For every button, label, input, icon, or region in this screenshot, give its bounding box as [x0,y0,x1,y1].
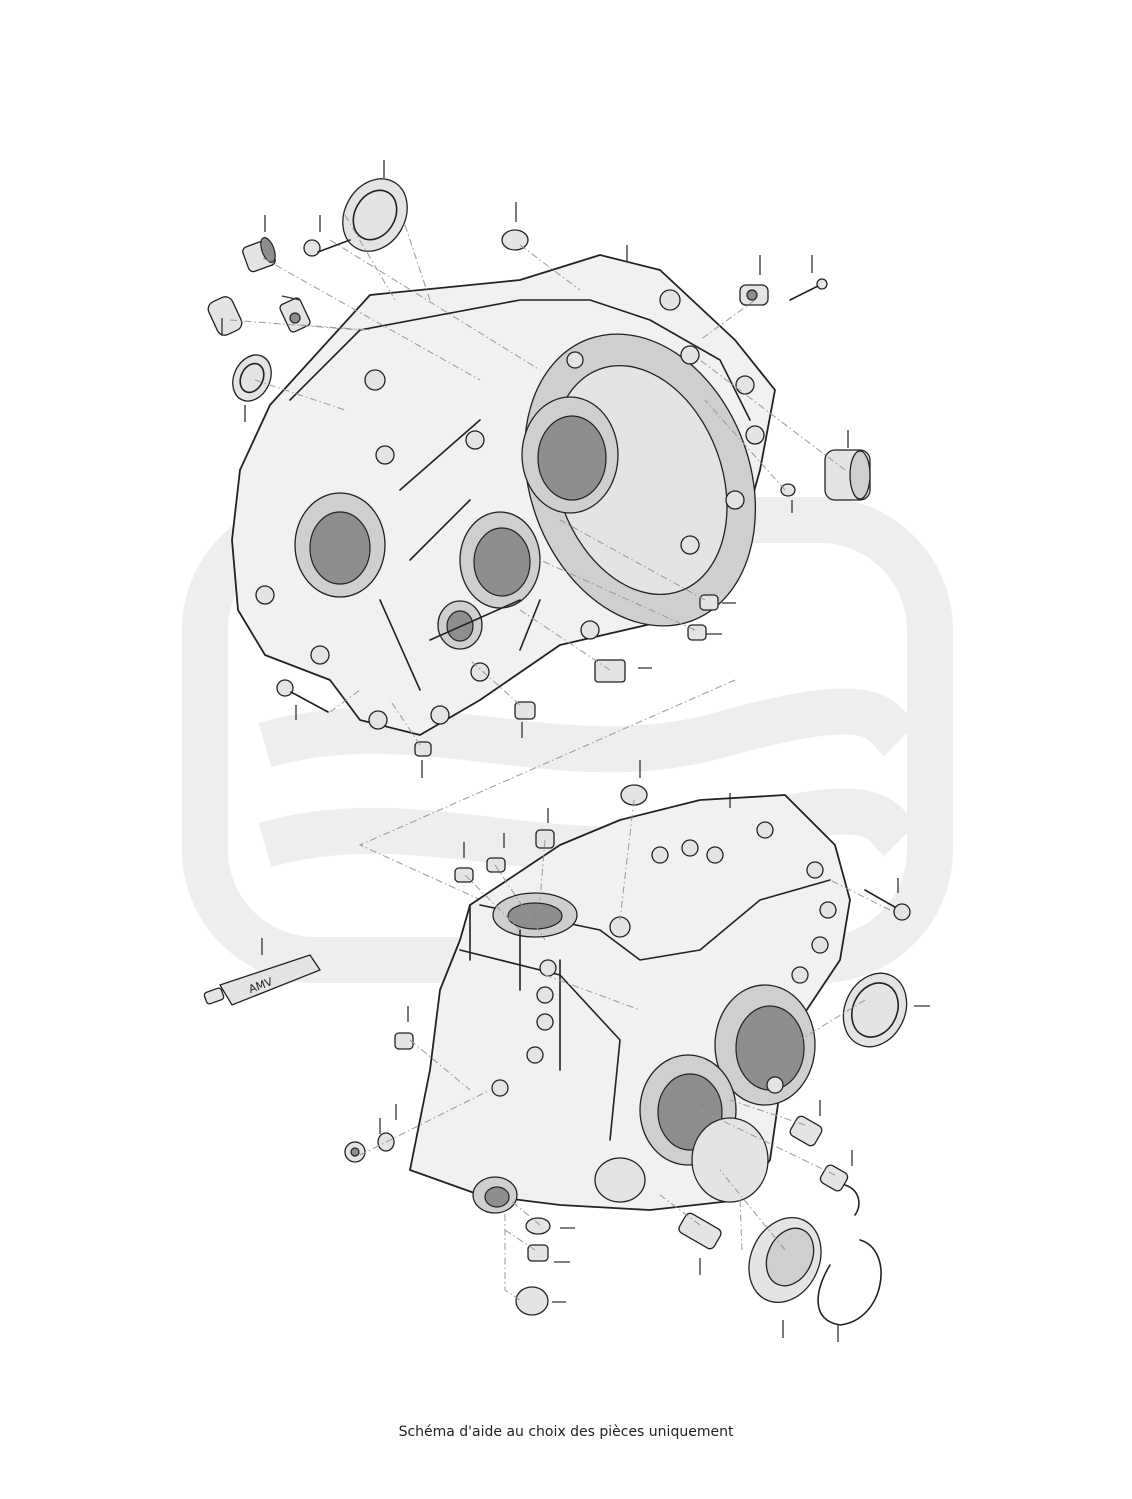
upper-clutch-housing [231,254,776,736]
oil-seal-left [232,354,272,402]
upper-small-parts [207,178,871,757]
upper-leader-lines [221,160,849,778]
lower-small-parts: AMV [203,784,911,1326]
cover-cap [748,1216,822,1304]
bolt-lower-right [864,889,911,921]
drain-plug-left [344,1132,395,1163]
exploded-gearbox-housing-diagram: AMV [182,160,953,1342]
bushing-top-center [501,229,529,251]
bolt-bosses-upper [255,289,765,730]
sleeve-top-left [242,237,276,273]
dowel-sleeves-upper [414,483,796,757]
dowel-sleeves-lower [394,829,555,1050]
sensor-with-cable [819,1164,860,1216]
small-bolt-right [789,278,828,301]
switch-right [789,1115,823,1147]
bolt-lower-left [276,679,329,713]
actuator-bearing-right [824,449,871,501]
breather-fitting [279,297,311,333]
sensor-connector [739,284,769,306]
circlip [817,1239,882,1326]
pin-left [207,296,243,336]
oil-seal-large-top [342,178,408,252]
diagram-caption: Schéma d'aide au choix des pièces unique… [398,1424,734,1440]
sealant-tube: AMV [203,954,321,1006]
bolt-top [303,239,351,257]
oil-seal-lower-right [842,972,908,1048]
lower-gearbox-housing [409,794,851,1214]
lower-leader-lines [261,760,930,1342]
washer-and-plug-bottom [515,1217,551,1316]
lower-guide-lines [359,799,891,1301]
bushing-lower-top [620,784,648,806]
reverse-light-switch [678,1212,722,1250]
upper-guide-lines [229,214,846,946]
